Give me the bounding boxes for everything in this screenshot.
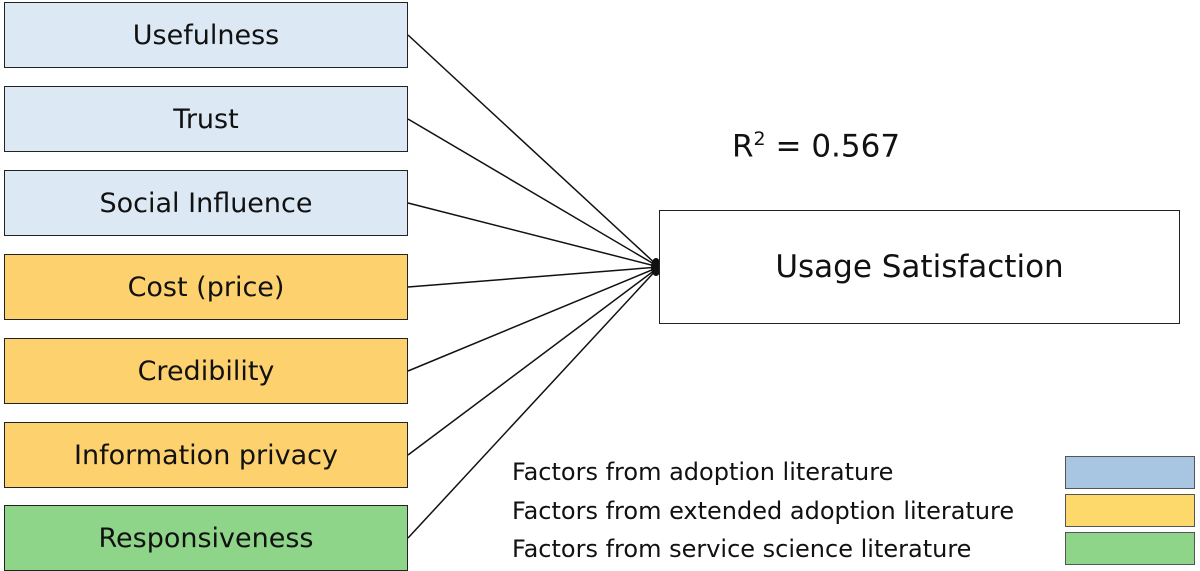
- r-squared-value: = 0.567: [765, 128, 901, 165]
- factor-usefulness: Usefulness: [4, 2, 408, 68]
- legend-label-adoption: Factors from adoption literature: [512, 458, 894, 486]
- factor-label: Responsiveness: [98, 522, 314, 554]
- factor-label: Credibility: [137, 355, 275, 387]
- r-squared-label: R2 = 0.567: [732, 128, 900, 164]
- outcome-label: Usage Satisfaction: [775, 249, 1064, 285]
- arrowhead: [651, 258, 661, 276]
- factor-social-influence: Social Influence: [4, 170, 408, 236]
- r-squared-exponent: 2: [753, 128, 766, 150]
- legend-swatch-service: [1065, 532, 1195, 565]
- factor-label: Trust: [173, 103, 239, 135]
- factor-responsiveness: Responsiveness: [4, 505, 408, 571]
- outcome-usage-satisfaction: Usage Satisfaction: [659, 210, 1180, 324]
- factor-credibility: Credibility: [4, 338, 408, 404]
- connector-trust: [407, 118, 660, 268]
- connector-responsiveness: [407, 266, 660, 539]
- legend-swatch-extended: [1065, 494, 1195, 527]
- r-squared-prefix: R: [732, 128, 754, 165]
- factor-trust: Trust: [4, 86, 408, 152]
- legend-swatch-adoption: [1065, 456, 1195, 489]
- connector-social-influence: [407, 202, 660, 268]
- connector-cost: [407, 266, 660, 288]
- factor-label: Usefulness: [132, 19, 280, 51]
- factor-information-privacy: Information privacy: [4, 422, 408, 488]
- legend-label-service: Factors from service science literature: [512, 535, 972, 563]
- factor-label: Information privacy: [74, 439, 338, 471]
- connector-information-privacy: [407, 266, 660, 456]
- factor-label: Social Influence: [99, 187, 313, 219]
- factor-label: Cost (price): [127, 271, 285, 303]
- connector-usefulness: [407, 34, 660, 268]
- factor-cost: Cost (price): [4, 254, 408, 320]
- legend-label-extended: Factors from extended adoption literatur…: [512, 497, 1015, 525]
- connector-credibility: [407, 266, 660, 372]
